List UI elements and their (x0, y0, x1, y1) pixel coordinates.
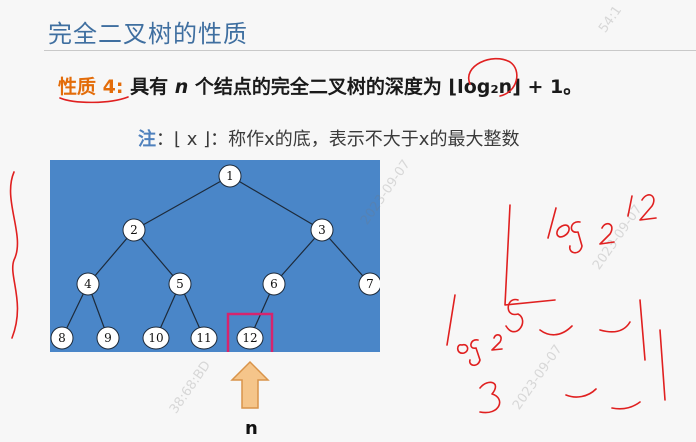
tree-node-9: 9 (96, 326, 120, 350)
property-text-before: 具有 (130, 76, 169, 98)
note-text: ：⌊ x ⌋：称作x的底，表示不大于x的最大整数 (156, 129, 520, 150)
tree-node-label: 4 (84, 277, 92, 291)
tree-node-label: 3 (318, 223, 326, 237)
tree-node-label: 10 (148, 331, 163, 345)
tree-node-label: 7 (366, 277, 374, 291)
tree-node-5: 5 (168, 272, 192, 296)
note-label: 注 (138, 129, 156, 150)
property-formula: ⌊log₂n⌋ + 1。 (448, 76, 583, 98)
note-line: 注：⌊ x ⌋：称作x的底，表示不大于x的最大整数 (138, 125, 519, 151)
underline-annotation (59, 96, 129, 104)
n-label: n (245, 418, 258, 439)
tree-node-label: 12 (242, 331, 257, 345)
tree-node-8: 8 (50, 326, 74, 350)
property-statement: 性质 4: 具有 n 个结点的完全二叉树的深度为 ⌊log₂n⌋ + 1。 (58, 72, 582, 99)
tree-node-7: 7 (358, 272, 380, 296)
tree-node-label: 5 (176, 277, 184, 291)
title-divider (44, 50, 696, 51)
brace-annotation (9, 171, 19, 339)
tree-node-11: 11 (190, 326, 218, 350)
property-n: n (174, 76, 189, 98)
handwritten-log2-8 (446, 294, 524, 367)
tree-node-label: 9 (104, 331, 112, 345)
tree-edge (133, 175, 231, 231)
tree-node-1: 1 (218, 164, 242, 188)
tree-edge (229, 175, 323, 231)
tree-edge (273, 229, 323, 285)
property-text-after: 个结点的完全二叉树的深度为 (194, 76, 442, 98)
tree-edge (133, 229, 181, 285)
handwritten-log2-12 (547, 194, 657, 254)
tree-edge (87, 229, 135, 285)
bracket-annotation (504, 204, 556, 306)
highlight-box (226, 312, 274, 352)
property-label: 性质 4: (58, 76, 124, 98)
tree-node-label: 11 (196, 331, 211, 345)
slide-title: 完全二叉树的性质 (48, 20, 248, 48)
handwritten-marks (539, 299, 666, 410)
tree-node-label: 8 (58, 331, 66, 345)
tree-edge (321, 229, 371, 285)
tree-node-label: 1 (226, 169, 234, 183)
tree-node-12: 12 (226, 312, 274, 352)
tree-node-2: 2 (122, 218, 146, 242)
tree-node-3: 3 (310, 218, 334, 242)
handwritten-3 (479, 381, 501, 414)
up-arrow-icon (230, 360, 270, 409)
tree-node-6: 6 (262, 272, 286, 296)
tree-node-label: 6 (270, 277, 278, 291)
tree-node-label: 2 (130, 223, 138, 237)
tree-node-10: 10 (142, 326, 170, 350)
tree-node-4: 4 (76, 272, 100, 296)
circle-annotation (467, 57, 518, 97)
